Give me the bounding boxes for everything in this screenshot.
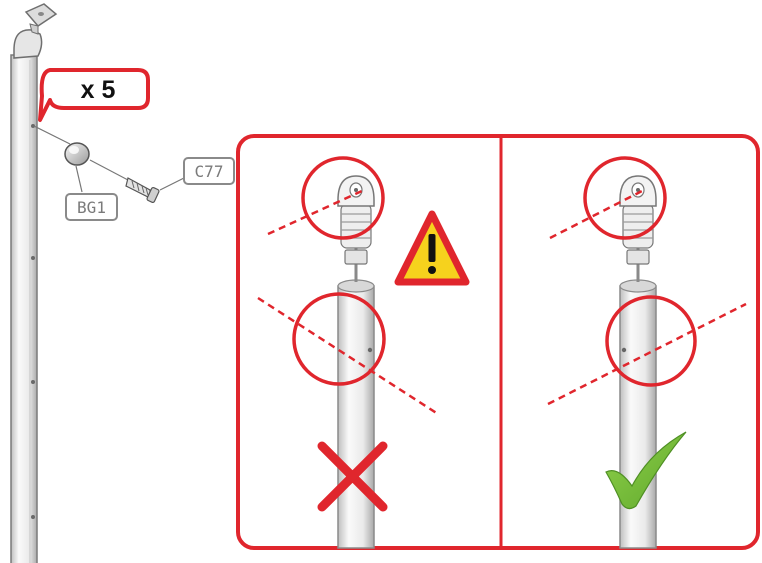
warning-triangle-icon — [394, 210, 470, 286]
quantity-callout: x 5 — [38, 68, 150, 122]
incorrect-orientation-example — [257, 156, 470, 549]
c77-label-text: C77 — [195, 162, 224, 181]
top-pole-bracket — [13, 3, 58, 59]
correct-orientation-example — [547, 156, 747, 549]
bolt-part — [125, 177, 160, 203]
fastener-assembly — [33, 125, 185, 203]
comparison-panel — [236, 134, 760, 550]
red-x-icon — [317, 441, 388, 512]
bg1-part-label: BG1 — [65, 193, 118, 221]
c77-part-label: C77 — [183, 157, 235, 185]
ball-spacer-part — [64, 142, 90, 166]
main-pole — [10, 54, 38, 563]
quantity-label: x 5 — [81, 76, 116, 104]
bg1-label-text: BG1 — [77, 198, 106, 217]
green-check-icon — [605, 431, 687, 510]
